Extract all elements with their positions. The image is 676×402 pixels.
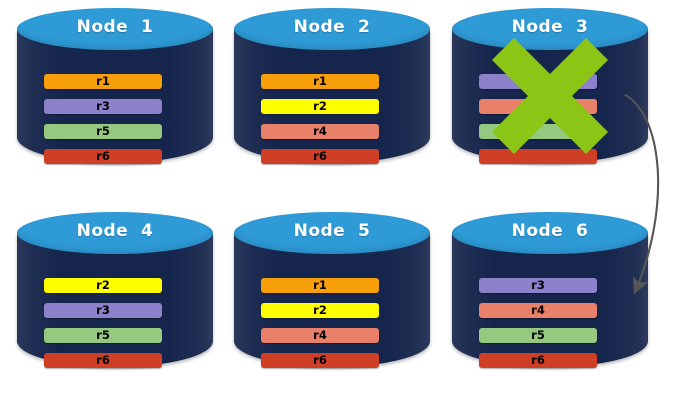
node-label: Node 4	[76, 221, 154, 241]
replica-bar-r6[interactable]: r6	[261, 353, 379, 368]
replica-bar-r6[interactable]	[479, 149, 597, 164]
cylinder-top-ellipse	[452, 212, 648, 254]
cylinder-top-ellipse	[234, 212, 430, 254]
replica-bar-r2[interactable]: r2	[261, 303, 379, 318]
replica-bar-r1[interactable]: r1	[261, 278, 379, 293]
replica-bar-r4[interactable]: r4	[261, 124, 379, 139]
node-cylinder-1[interactable]: Node 1 r1 r3 r5 r6	[17, 8, 213, 184]
node-cylinder-3[interactable]: Node 3 r3	[452, 8, 648, 184]
node-label: Node 2	[293, 17, 371, 37]
node-label: Node 3	[511, 17, 589, 37]
replica-bar-r3[interactable]: r3	[44, 303, 162, 318]
cylinder-body	[452, 233, 648, 367]
node-label: Node 1	[76, 17, 154, 37]
cylinder-top-ellipse	[234, 8, 430, 50]
replica-bar-r5[interactable]: r5	[44, 328, 162, 343]
cylinder-body	[234, 29, 430, 163]
replica-bar-r2[interactable]: r2	[44, 278, 162, 293]
replica-bar-r1[interactable]: r1	[44, 74, 162, 89]
node-cylinder-2[interactable]: Node 2 r1 r2 r4 r6	[234, 8, 430, 184]
replica-bar-r2[interactable]: r2	[261, 99, 379, 114]
replica-bar-r3[interactable]: r3	[44, 99, 162, 114]
replica-bar-r6[interactable]: r6	[44, 353, 162, 368]
cylinder-top-ellipse	[17, 212, 213, 254]
replica-bar-r5[interactable]	[479, 124, 597, 139]
cylinder-body	[17, 29, 213, 163]
replica-bar-r4[interactable]	[479, 99, 597, 114]
cylinder-body	[234, 233, 430, 367]
replica-bar-r6[interactable]: r6	[479, 353, 597, 368]
replica-bar-r5[interactable]: r5	[479, 328, 597, 343]
node-cylinder-4[interactable]: Node 4 r2 r3 r5 r6	[17, 212, 213, 388]
replica-bar-r3[interactable]: r3	[479, 278, 597, 293]
replica-bar-r5[interactable]: r5	[44, 124, 162, 139]
cylinder-body	[17, 233, 213, 367]
replica-bar-r4[interactable]: r4	[479, 303, 597, 318]
replica-bar-r4[interactable]: r4	[261, 328, 379, 343]
node-label: Node 6	[511, 221, 589, 241]
replica-bar-r3[interactable]: r3	[479, 74, 597, 89]
replica-bar-r6[interactable]: r6	[261, 149, 379, 164]
replica-bar-r1[interactable]: r1	[261, 74, 379, 89]
replica-bar-r6[interactable]: r6	[44, 149, 162, 164]
node-label: Node 5	[293, 221, 371, 241]
node-cylinder-5[interactable]: Node 5 r1 r2 r4 r6	[234, 212, 430, 388]
node-cylinder-6[interactable]: Node 6 r3 r4 r5 r6	[452, 212, 648, 388]
cylinder-top-ellipse	[17, 8, 213, 50]
